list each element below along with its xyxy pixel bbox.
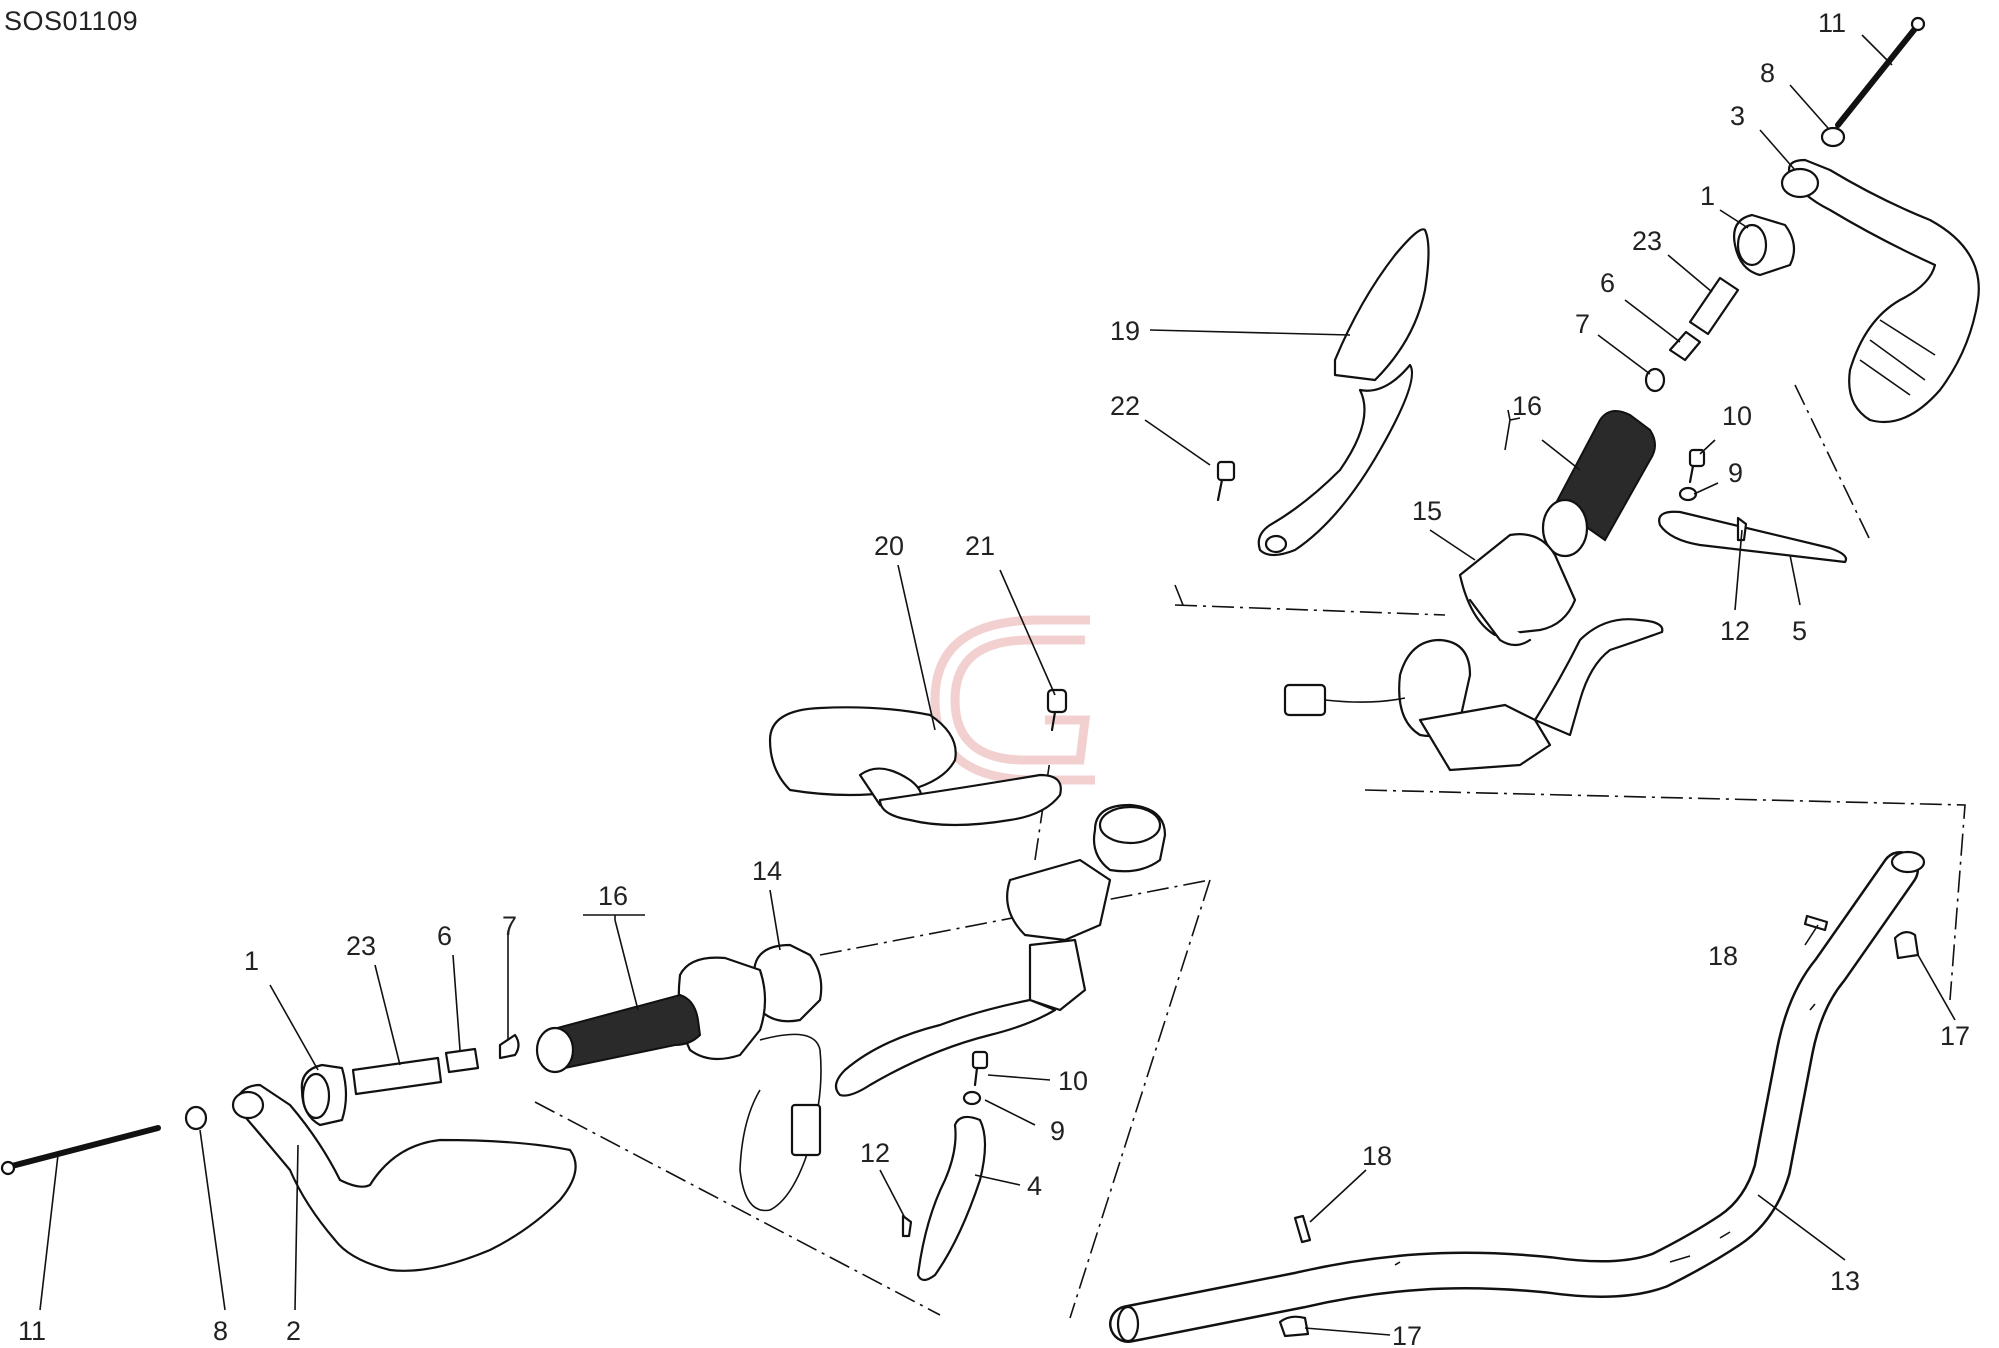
mirror-lower — [768, 706, 1062, 827]
hand-guard-upper — [1780, 158, 1980, 424]
switch-upper — [1458, 533, 1577, 647]
callout-label: 8 — [1760, 58, 1775, 88]
mirror-upper — [1257, 228, 1430, 557]
insert-upper — [1644, 367, 1666, 393]
callout-label: 18 — [1362, 1141, 1392, 1171]
watermark-logo — [930, 615, 1095, 785]
callout-label: 20 — [874, 531, 904, 561]
bar-end-lower — [300, 1063, 348, 1127]
callout-label: 22 — [1110, 391, 1140, 421]
washer-9-lower — [962, 1090, 982, 1106]
grip-lower — [535, 993, 702, 1074]
callout-labels: 11 8 3 1 23 6 7 19 22 16 10 9 15 12 5 20… — [18, 8, 1970, 1348]
callout-label: 9 — [1050, 1116, 1065, 1146]
callout-label: 15 — [1412, 496, 1442, 526]
callout-label: 16 — [1512, 391, 1542, 421]
insert-lower — [498, 1033, 520, 1060]
callout-label: 23 — [346, 931, 376, 961]
pin-18-right — [1803, 914, 1829, 932]
callout-label: 7 — [502, 911, 517, 941]
spacer-lower — [351, 1056, 443, 1096]
callout-label: 6 — [437, 921, 452, 951]
leader-lines — [39, 34, 1956, 1336]
callout-label: 12 — [1720, 616, 1750, 646]
pin-12-upper — [1736, 516, 1748, 542]
bolt-upper — [1835, 16, 1926, 128]
callout-label: 7 — [1575, 309, 1590, 339]
callout-label: 6 — [1600, 268, 1615, 298]
lever-assembly-upper — [1283, 618, 1664, 772]
washer-upper — [1820, 126, 1846, 148]
callout-label: 18 — [1708, 941, 1738, 971]
callout-label: 10 — [1722, 401, 1752, 431]
pin-12-lower — [901, 1214, 913, 1238]
washer-lower — [184, 1105, 208, 1131]
callout-label: 21 — [965, 531, 995, 561]
sleeve-upper — [1668, 330, 1702, 362]
hand-guard-lower — [231, 1083, 577, 1272]
washer-9-upper — [1678, 486, 1698, 502]
lever-4 — [916, 1115, 987, 1282]
bolt-22 — [1216, 460, 1236, 502]
callout-label: 8 — [213, 1316, 228, 1346]
callout-label: 1 — [1700, 181, 1715, 211]
callout-label: 17 — [1940, 1021, 1970, 1051]
lever-5 — [1658, 510, 1848, 564]
callout-label: 9 — [1728, 458, 1743, 488]
callout-label: 16 — [598, 881, 628, 911]
bar-end-upper — [1733, 213, 1796, 277]
pin-18-bottom — [1293, 1214, 1312, 1244]
clip-17-bottom — [1278, 1315, 1310, 1338]
callout-label: 11 — [18, 1316, 46, 1346]
callout-label: 2 — [286, 1316, 301, 1346]
switch-lower — [677, 943, 823, 1212]
callout-label: 13 — [1830, 1266, 1860, 1296]
bolt-21 — [1046, 688, 1068, 732]
callout-label: 10 — [1058, 1066, 1088, 1096]
clip-17-right — [1893, 931, 1920, 960]
spacer-upper — [1688, 276, 1740, 336]
callout-label: 19 — [1110, 316, 1140, 346]
sleeve-lower — [444, 1047, 480, 1074]
callout-label: 12 — [860, 1138, 890, 1168]
brake-master-cylinder — [834, 803, 1167, 1097]
drawing-code: SOS01109 — [4, 6, 139, 36]
callout-label: 17 — [1392, 1321, 1422, 1348]
handlebar — [1109, 850, 1926, 1343]
assembly-guide-lines — [534, 384, 1966, 1319]
bolt-lower — [0, 1125, 161, 1176]
callout-label: 1 — [244, 946, 259, 976]
callout-label: 14 — [752, 856, 782, 886]
grip-upper — [1541, 410, 1656, 558]
screw-10-lower — [971, 1050, 989, 1087]
callout-label: 23 — [1632, 226, 1662, 256]
callout-label: 4 — [1027, 1171, 1042, 1201]
screw-10-upper — [1688, 448, 1706, 484]
callout-label: 3 — [1730, 101, 1745, 131]
callout-label: 11 — [1818, 8, 1846, 38]
callout-label: 5 — [1792, 616, 1807, 646]
